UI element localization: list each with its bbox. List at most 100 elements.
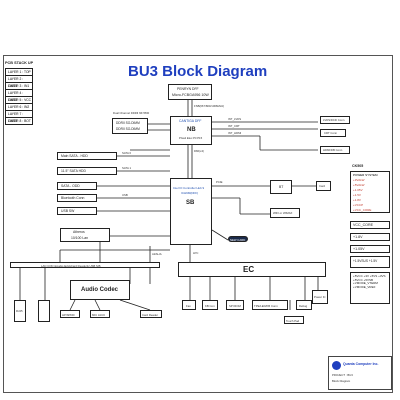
dmi-label: DMI(x4): [194, 149, 204, 153]
sata0-label: SATA 0: [122, 151, 132, 155]
cpu-block: PENRYN DFF Micro-FCBGA956 10W: [168, 84, 212, 100]
power-table-body: POWER SYSTEM +3VALW +5VALW +1.05V +1.5V …: [350, 171, 390, 213]
power-row: +1.5V: [353, 193, 361, 197]
lvds-connector-label: LVDS/DCD Conn: [323, 118, 345, 122]
sb-block: Intel IO Controller Hub 9 ICH9M(DFF) SB: [170, 178, 212, 245]
spi-rom-label: SPI ROM: [229, 303, 241, 308]
fan-block: Fan: [182, 300, 196, 310]
power-row: +3VALW: [353, 178, 365, 182]
power-table-heading: CK505: [352, 164, 364, 168]
usb-port-block: [38, 300, 50, 322]
card-block: Card: [316, 181, 331, 191]
sata-hdd-2-label: 11.5" SATA HDD: [61, 169, 86, 173]
kb-con-block: KB Con: [202, 300, 218, 310]
rail-1-05v-label: +1.05V: [353, 247, 365, 251]
page-title: BU3 Block Diagram: [128, 63, 268, 80]
atheros-label: Atheros: [73, 230, 85, 234]
hdmi-connector-label: HDMI/DB Conn: [323, 148, 343, 152]
kb-con-label: KB Con: [205, 303, 215, 308]
rail-1-05v: +1.05V: [350, 245, 390, 253]
pcb-layer: LAYER 1 : TOP: [6, 70, 32, 76]
bt-block: BT: [270, 180, 292, 194]
pcb-stack-table: PCB STACK UP LAYER 1 : TOP LAYER 2 : GND…: [5, 61, 34, 126]
main-sata-hdd-label: Main SATA - HDD: [61, 154, 88, 158]
pcb-layer: LAYER 5 : VCC: [6, 98, 32, 104]
ec-block: EC: [178, 262, 326, 277]
hp-spdif-label: HP/SPDIF: [62, 312, 75, 317]
rail-misc-label: +5VCC +3V +5VS +3VS +5VCC +5VSB +VMODE_V…: [353, 274, 386, 289]
pcb-stack-body: LAYER 1 : TOP LAYER 2 : GND1 LAYER 3 : I…: [5, 68, 33, 125]
hp-spdif-block: HP/SPDIF: [60, 310, 80, 318]
newcard-block: NEW CARD: [228, 236, 248, 242]
rj45-label: RJ45: [16, 309, 23, 313]
crt-bus-label: INT_CRT: [228, 124, 240, 128]
bluetooth-connector: Bluetooth Conn: [57, 194, 97, 202]
pcb-layer: LAYER 2 : GND1: [6, 76, 32, 88]
newcard-label: NEW CARD: [230, 237, 246, 242]
lan-audio-bar: LAN CON &AudioJack&Card Reader& USB S/B: [10, 262, 160, 268]
mic-jack-label: MIC JACK: [92, 312, 106, 317]
rail-1-8v: +1.8V: [350, 233, 390, 241]
nb-package: PGa2 Elec Ptl P15: [179, 136, 203, 140]
ec-label: EC: [243, 265, 255, 274]
pcie-label: PCIE: [216, 180, 223, 184]
rail-1-5v: +1.5VSUS +1.5V: [350, 256, 390, 268]
power-row: +VCCP: [353, 203, 364, 207]
card-reader-block: Card Reader: [140, 310, 162, 318]
pcb-layer: LAYER 4 : GND2: [6, 90, 32, 102]
card-reader-label: Card Reader: [142, 312, 159, 317]
cpu-label: PENRYN DFF: [177, 87, 199, 91]
audio-codec: Audio Codec: [70, 280, 130, 300]
bt-label: BT: [279, 185, 284, 189]
sb-label: SB: [186, 200, 195, 206]
power-row: +VCC_CORE: [353, 208, 372, 212]
usb-switch: USB SW: [57, 207, 97, 215]
ddr-slot-1: DDRII SO-DIMM: [116, 121, 140, 125]
power-row: +1.8V: [353, 198, 361, 202]
power-row: +1.05V: [353, 188, 363, 192]
project-name: PROJECT : BU3: [332, 373, 353, 377]
debug-block: Debug: [296, 300, 312, 310]
lvds-bus-label: INT_LVDS: [228, 117, 242, 121]
atheros-lan: Atheros 10/100 Lan: [60, 228, 110, 242]
power-row: POWER SYSTEM: [353, 173, 378, 177]
lvds-connector: LVDS/DCD Conn: [320, 116, 350, 124]
nb-label: NB: [187, 127, 196, 133]
sata-odd-label: SATA - ODD: [61, 184, 80, 188]
rail-1-8v-label: +1.8V: [353, 235, 363, 239]
power-ic-block: Power IC: [312, 290, 328, 304]
fan-label: Fan: [186, 303, 191, 308]
lan-speed-label: 10/100 Lan: [71, 236, 88, 240]
crt-connector: CRT Conn: [320, 129, 346, 137]
usb-switch-label: USB SW: [61, 209, 75, 213]
rail-1-5v-label: +1.5VSUS +1.5V: [353, 259, 378, 263]
diagram-frame: [3, 55, 393, 393]
cpu-package: Micro-FCBGA956 10W: [172, 93, 209, 97]
bluetooth-connector-label: Bluetooth Conn: [61, 196, 85, 200]
usb-bus-label: USB: [122, 193, 128, 197]
sata-odd: SATA - ODD: [57, 182, 97, 190]
hdmi-connector: HDMI/DB Conn: [320, 146, 350, 154]
rail-vcc-core: VCC_CORE: [350, 221, 390, 229]
pcb-stack-heading: PCB STACK UP: [5, 61, 34, 65]
azalia-label: AZALIA: [152, 252, 162, 256]
nb-block: CANTIGA DFF NB PGa2 Elec Ptl P15: [170, 116, 212, 145]
sata-hdd-2: 11.5" SATA HDD: [57, 167, 117, 175]
pcb-layer: LAYER 3 : IN1: [6, 83, 32, 90]
sb-package: ICH9M(DFF): [181, 191, 199, 195]
pcb-layer: LAYER 8 : BOT: [8, 119, 31, 123]
wifi-block: WIFI or WIMAX: [270, 208, 300, 218]
tpe-led-kb-block: TPE/LED/KB Conn: [252, 300, 288, 310]
rail-vcc-core-label: VCC_CORE: [353, 223, 373, 227]
power-ic-label: Power IC: [314, 295, 326, 299]
debug-label: Debug: [299, 303, 308, 308]
power-row: +5VALW: [353, 183, 365, 187]
power-table: CK505 POWER SYSTEM +3VALW +5VALW +1.05V …: [350, 164, 390, 213]
sata1-label: SATA 1: [122, 166, 132, 170]
crt-connector-label: CRT Conn: [324, 131, 338, 135]
touch-pad-block: Touch Pad: [284, 316, 304, 324]
lpc-label: LPC: [193, 251, 199, 255]
tpe-led-kb-label: TPE/LED/KB Conn: [254, 303, 278, 308]
ddr-block: DDRII SO-DIMM DDRII SO-DIMM: [112, 118, 148, 134]
